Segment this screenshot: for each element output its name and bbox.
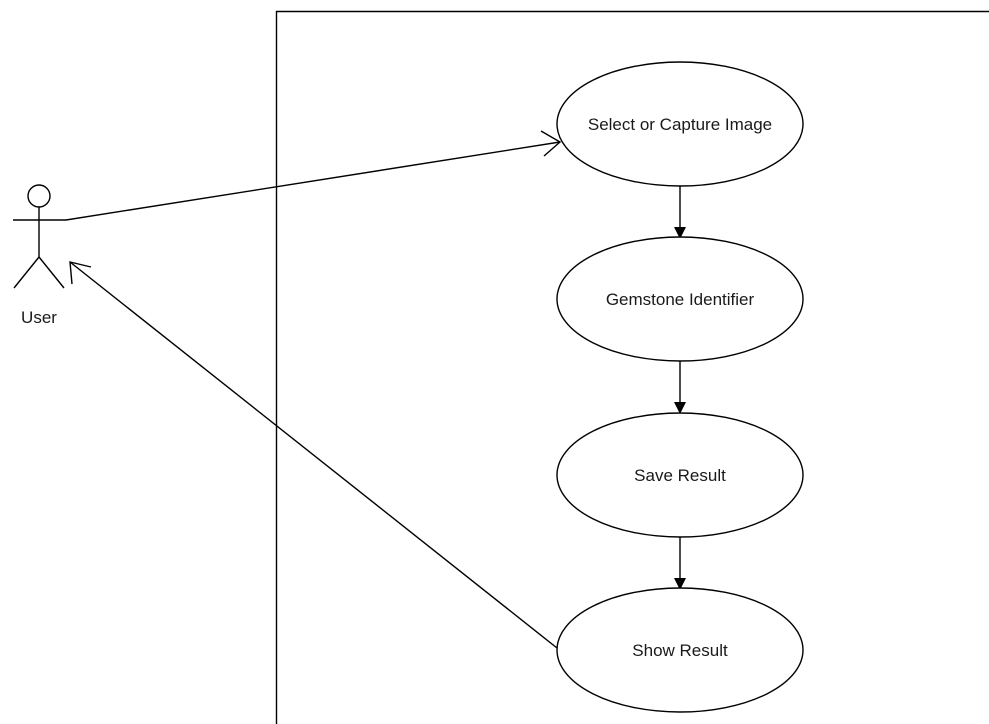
system-boundary — [275, 10, 989, 724]
actor-user[interactable]: User — [13, 184, 66, 327]
use-case-gemstone-identifier[interactable]: Gemstone Identifier — [556, 236, 804, 362]
actor-left-leg — [13, 256, 40, 289]
use-case-select-capture-label: Select or Capture Image — [588, 115, 772, 134]
use-case-show-result[interactable]: Show Result — [556, 587, 804, 713]
use-case-show-result-label: Show Result — [632, 641, 728, 660]
use-case-save-result-label: Save Result — [634, 466, 726, 485]
actor-head — [27, 184, 51, 208]
use-case-save-result-ellipse — [556, 412, 804, 538]
use-case-gemstone-identifier-label: Gemstone Identifier — [606, 290, 755, 309]
use-case-save-result[interactable]: Save Result — [556, 412, 804, 538]
association-show-to-user — [69, 261, 558, 649]
actor-right-leg — [38, 256, 65, 289]
use-case-gemstone-identifier-ellipse — [556, 236, 804, 362]
use-case-show-result-ellipse — [556, 587, 804, 713]
use-case-select-capture-ellipse — [556, 61, 804, 187]
association-user-to-select — [65, 130, 562, 221]
use-case-select-capture[interactable]: Select or Capture Image — [556, 61, 804, 187]
actor-label: User — [21, 308, 57, 327]
